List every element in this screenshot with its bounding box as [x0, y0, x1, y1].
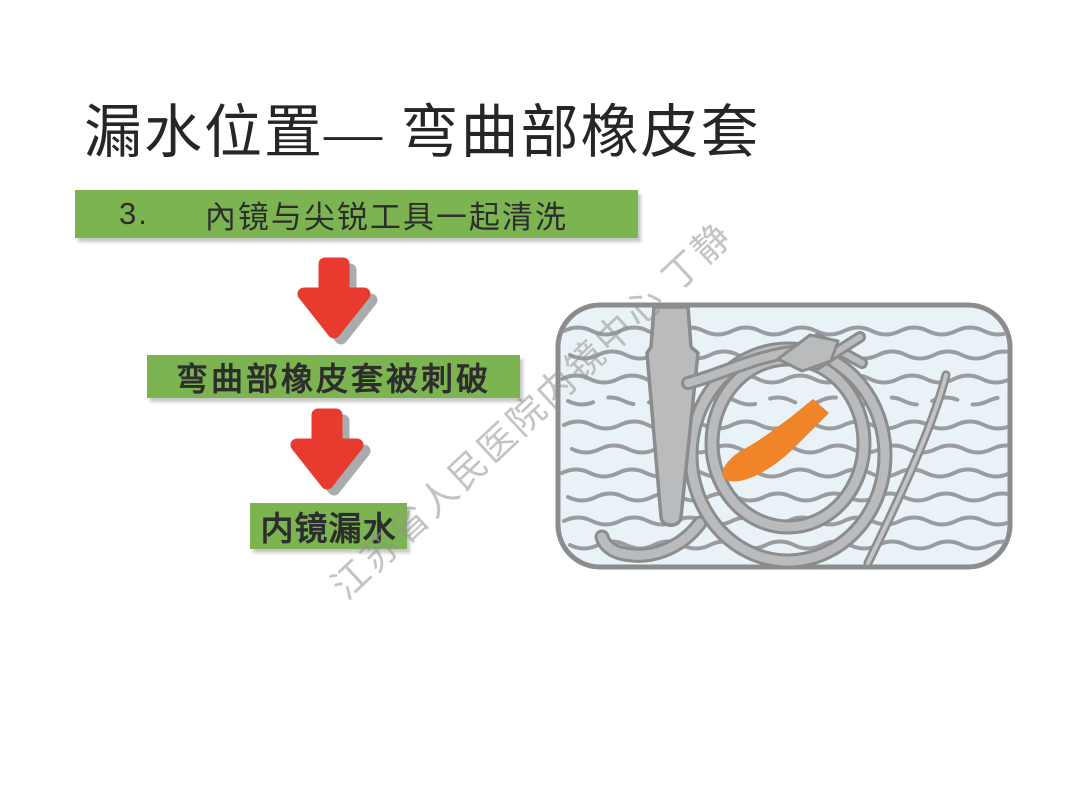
slide-title: 漏水位置— 弯曲部橡皮套 [84, 99, 761, 165]
step-2-label: 弯曲部橡皮套被刺破 [175, 360, 491, 397]
down-arrow-icon [290, 408, 371, 496]
endoscope-handle [645, 305, 700, 527]
flow-step-2: 弯曲部橡皮套被刺破 [147, 355, 520, 398]
step-number: 3. [119, 196, 149, 231]
down-arrow-icon [297, 257, 378, 345]
step-3-label: 内镜漏水 [260, 512, 397, 548]
step-1-label: 內镜与尖锐工具一起清洗 [204, 199, 568, 235]
flow-step-1: 3. 內镜与尖锐工具一起清洗 [75, 190, 638, 238]
scalpel-icon [722, 399, 829, 482]
flow-step-3: 内镜漏水 [250, 503, 407, 549]
endoscope-in-sink-illustration [555, 302, 1013, 570]
endoscope-connector [776, 333, 840, 373]
